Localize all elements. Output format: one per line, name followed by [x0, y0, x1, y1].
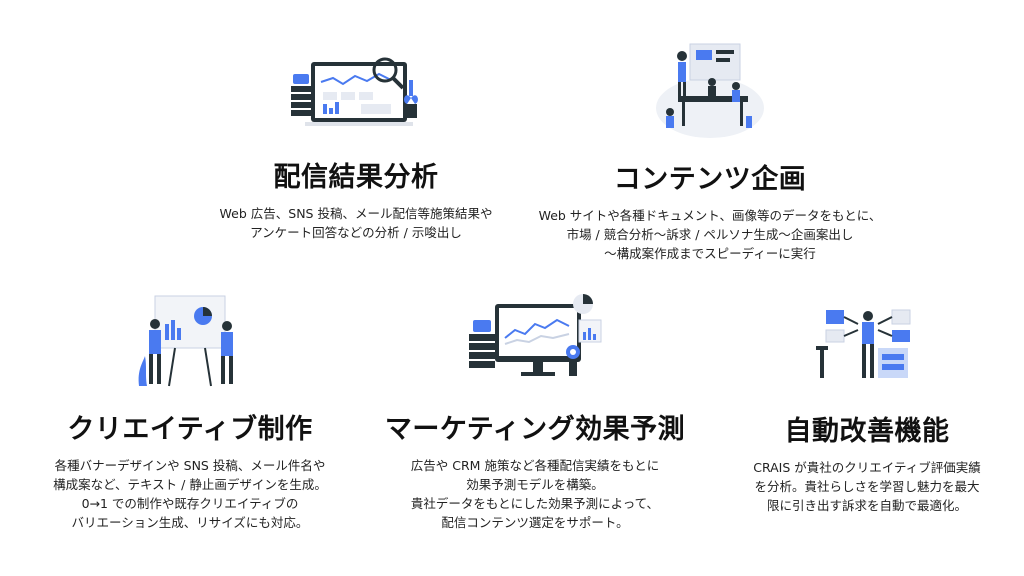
- feature-card-auto-improvement: 自動改善機能 CRAIS が貴社のクリエイティブ評価実績 を分析。貴社らしさを学…: [712, 290, 1022, 515]
- feature-card-content-planning: コンテンツ企画 Web サイトや各種ドキュメント、画像等のデータをもとに、 市場…: [500, 36, 920, 263]
- automation-network-illustration: [816, 309, 911, 378]
- presentation-illustration: [138, 295, 233, 387]
- feature-card-creative-production: クリエイティブ制作 各種バナーデザインや SNS 投稿、メール件名や 構成案など…: [30, 290, 350, 532]
- feature-title: 自動改善機能: [784, 416, 950, 447]
- feature-card-marketing-forecast: マーケティング効果予測 広告や CRM 施策など各種配信実績をもとに 効果予測モ…: [355, 290, 715, 532]
- feature-description: Web 広告、SNS 投稿、メール配信等施策結果や アンケート回答などの分析 /…: [219, 206, 493, 240]
- feature-title: コンテンツ企画: [613, 164, 807, 195]
- feature-card-analysis: 配信結果分析 Web 広告、SNS 投稿、メール配信等施策結果や アンケート回答…: [196, 36, 516, 242]
- feature-description: Web サイトや各種ドキュメント、画像等のデータをもとに、 市場 / 競合分析～…: [538, 208, 882, 261]
- feature-description: CRAIS が貴社のクリエイティブ評価実績 を分析。貴社らしさを学習し魅力を最大…: [753, 460, 981, 513]
- monitor-forecast-illustration: [469, 294, 602, 376]
- feature-title: クリエイティブ制作: [67, 414, 313, 445]
- feature-description: 各種バナーデザインや SNS 投稿、メール件名や 構成案など、テキスト / 静止…: [53, 458, 327, 530]
- feature-title: マーケティング効果予測: [384, 414, 686, 445]
- analytics-dashboard-illustration: [291, 57, 418, 126]
- feature-title: 配信結果分析: [273, 162, 439, 193]
- feature-description: 広告や CRM 施策など各種配信実績をもとに 効果予測モデルを構築。 貴社データ…: [410, 458, 660, 530]
- team-planning-illustration: [656, 43, 764, 138]
